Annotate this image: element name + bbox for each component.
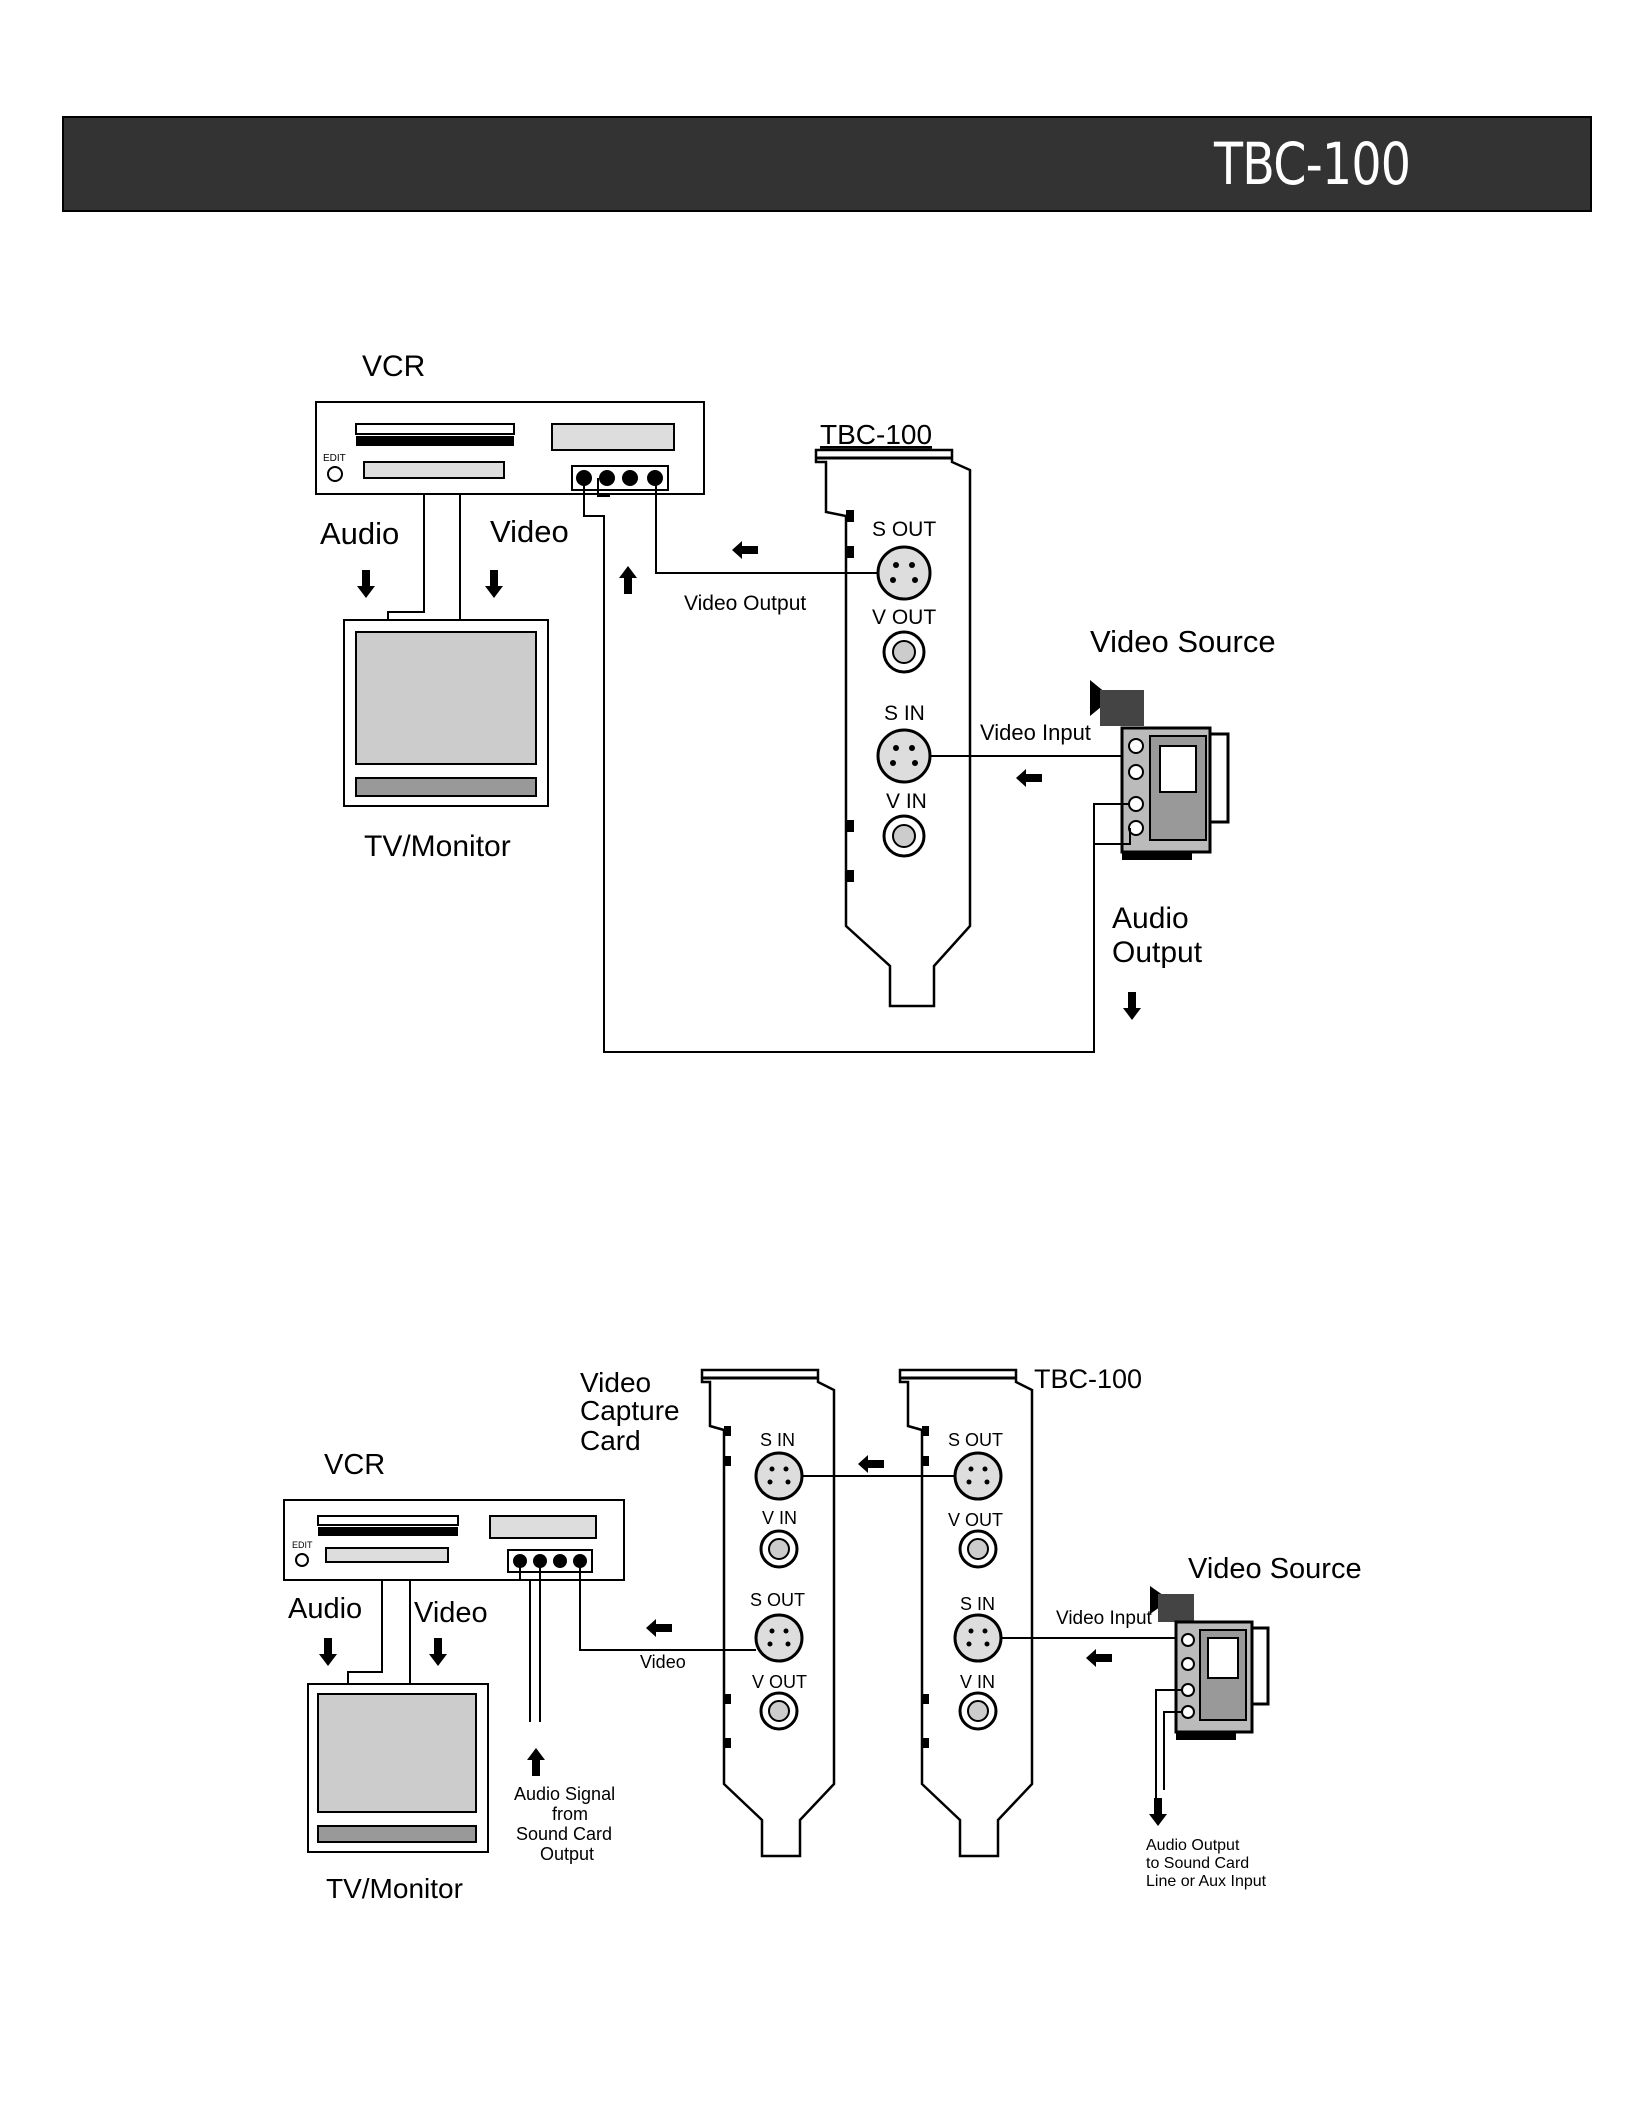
capture-label-line3: Card [580, 1425, 641, 1456]
tv-label: TV/Monitor [364, 830, 511, 863]
s-out-label: S OUT [872, 518, 936, 541]
audio-label: Audio [320, 516, 399, 551]
s-in-label: S IN [884, 702, 925, 725]
vcr-2: EDIT [283, 1499, 625, 1581]
tbc-100-card-2 [898, 1368, 1034, 1858]
tbc2-s-out-label: S OUT [948, 1430, 1003, 1450]
cap-v-in-label: V IN [762, 1508, 797, 1528]
audio-out-sound-line2: to Sound Card [1146, 1855, 1249, 1872]
audio-out-sound-line1: Audio Output [1146, 1837, 1240, 1854]
capture-label-line2: Capture [580, 1395, 680, 1426]
header-bar: TBC-100 [62, 116, 1592, 212]
audio-signal-line3: Sound Card [516, 1824, 612, 1844]
cap-s-out-label: S OUT [750, 1590, 805, 1610]
video-source-camera-2 [1150, 1586, 1270, 1740]
video-source2-label: Video Source [1188, 1553, 1362, 1585]
vcr-1: EDIT [315, 401, 705, 495]
cap-s-in-label: S IN [760, 1430, 795, 1450]
tbc2-title: TBC-100 [1034, 1364, 1142, 1394]
diagram-2: EDIT VCR Audio Video TV/Monitor [283, 1364, 1362, 1904]
video-input2-label: Video Input [1056, 1608, 1153, 1629]
video-capture-card [700, 1368, 836, 1858]
cap-v-out-label: V OUT [752, 1672, 807, 1692]
capture-label-line1: Video [580, 1367, 651, 1398]
vcr2-label: VCR [324, 1449, 385, 1481]
tv-monitor-2 [307, 1683, 489, 1853]
tv-monitor-1 [343, 619, 549, 807]
video-source-camera-1 [1090, 680, 1230, 860]
tbc2-v-out-label: V OUT [948, 1510, 1003, 1530]
audio-output-label-line2: Output [1112, 936, 1203, 969]
vcr2-edit-label: EDIT [292, 1540, 313, 1550]
tbc-card-title: TBC-100 [820, 419, 932, 450]
audio-out-sound-line3: Line or Aux Input [1146, 1873, 1267, 1890]
v-out-label: V OUT [872, 606, 936, 629]
audio-output-label-line1: Audio [1112, 902, 1189, 935]
audio2-label: Audio [288, 1593, 362, 1625]
audio-signal-line1: Audio Signal [514, 1784, 615, 1804]
video-label: Video [490, 514, 569, 549]
video-output-label: Video Output [684, 592, 806, 615]
video2-label: Video [414, 1597, 488, 1629]
video2-cable-label: Video [640, 1652, 686, 1672]
vcr-label: VCR [362, 350, 425, 383]
vcr-edit-label: EDIT [323, 453, 346, 464]
audio-signal-line4: Output [540, 1844, 594, 1864]
tv2-label: TV/Monitor [326, 1873, 463, 1904]
diagram-1: EDIT VCR Audio Video TV/Monitor [315, 350, 1276, 1053]
v-in-label: V IN [886, 790, 927, 813]
video-source-label: Video Source [1090, 624, 1276, 659]
tbc2-v-in-label: V IN [960, 1672, 995, 1692]
video-input-label: Video Input [980, 720, 1091, 745]
page-title: TBC-100 [1214, 130, 1411, 198]
tbc2-s-in-label: S IN [960, 1594, 995, 1614]
audio-signal-line2: from [552, 1804, 588, 1824]
tbc-100-card-1 [814, 448, 972, 1008]
